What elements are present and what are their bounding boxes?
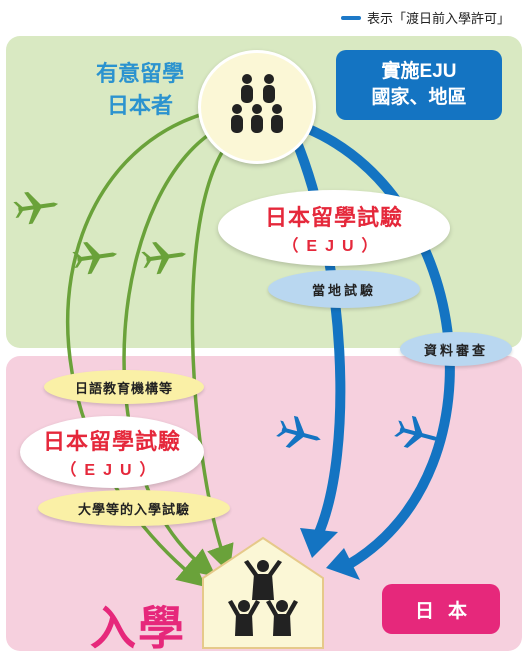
airplane-icon: [141, 241, 187, 275]
eju-exam-sub: （EJU）: [282, 238, 386, 255]
airplane-icon: [13, 191, 59, 225]
people-group-icon: [198, 50, 316, 164]
aspirants-label: 有意留學 日本者: [80, 58, 200, 122]
admitted-students-icon: [202, 536, 324, 649]
aspirants-line2: 日本者: [106, 93, 173, 118]
blue-arrowhead-2: [326, 548, 360, 580]
japan-box: 日本: [382, 584, 500, 634]
aspirants-line1: 有意留學: [95, 61, 184, 86]
eju-country-line2: 國家、地區: [371, 87, 467, 108]
legend: 表示「渡日前入學許可」: [340, 8, 510, 27]
japanese-school-pill: 日語教育機構等: [44, 370, 204, 404]
eju-exam-japan: 日本留學試驗 （EJU）: [20, 416, 204, 488]
university-exam-pill: 大學等的入學試驗: [38, 490, 230, 526]
eju-exam-overseas: 日本留學試驗 （EJU）: [218, 190, 450, 266]
eju-exam-title-japan: 日本留學試驗: [42, 429, 181, 454]
blue-arrowhead-1: [300, 528, 338, 558]
eju-country-box: 實施EJU 國家、地區: [336, 50, 502, 120]
local-exam-pill: 當地試驗: [268, 270, 420, 308]
document-review-pill: 資料審查: [400, 332, 512, 366]
eju-exam-sub-japan: （EJU）: [60, 462, 164, 479]
eju-exam-title: 日本留學試驗: [264, 205, 403, 230]
eju-country-line1: 實施EJU: [381, 61, 457, 82]
legend-label: 表示「渡日前入學許可」: [366, 11, 510, 26]
blue-arrow-2: [288, 117, 455, 570]
admission-label: 入學: [90, 602, 186, 654]
airplane-icon: [72, 241, 118, 275]
airplane-icon: [276, 415, 321, 448]
legend-swatch: [340, 15, 361, 20]
airplane-icon: [394, 415, 439, 448]
